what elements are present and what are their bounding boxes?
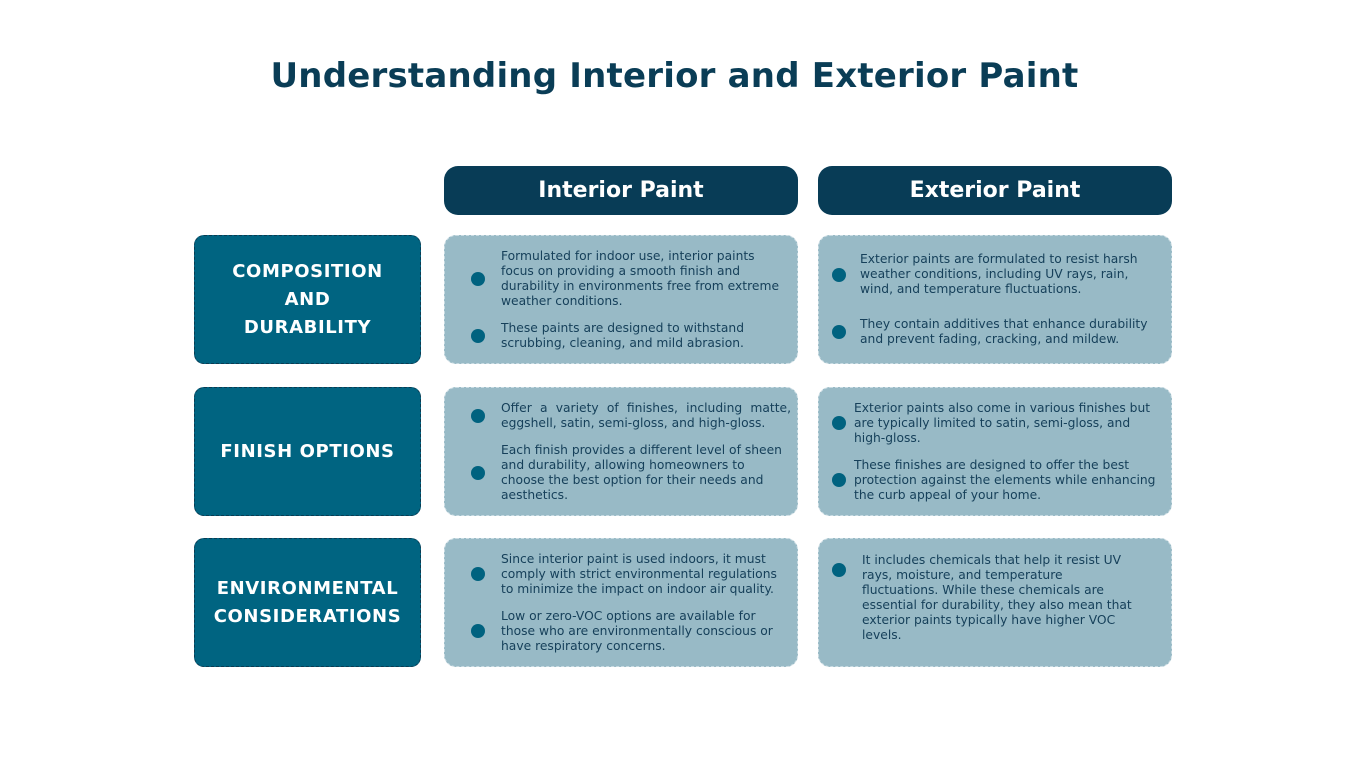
row-label-composition-durability: COMPOSITION AND DURABILITY: [194, 235, 421, 364]
row-label-text: FINISH OPTIONS: [220, 440, 395, 462]
bullet-text: It includes chemicals that help it resis…: [862, 553, 1132, 642]
bullet-text: Offer a variety of finishes, including m…: [501, 400, 791, 430]
bullet-dot-icon: [832, 473, 846, 487]
bullet-item: These finishes are designed to offer the…: [819, 458, 1165, 503]
bullet-dot-icon: [832, 325, 846, 339]
bullet-text: Low or zero-VOC options are available fo…: [501, 608, 773, 653]
row-label-text: COMPOSITION AND DURABILITY: [232, 260, 383, 338]
cell-interior-finish: Offer a variety of finishes, including m…: [444, 387, 798, 516]
bullet-dot-icon: [832, 563, 846, 577]
bullet-item: Exterior paints are formulated to resist…: [819, 252, 1165, 297]
bullet-text: Exterior paints are formulated to resist…: [860, 252, 1138, 296]
bullet-item: Low or zero-VOC options are available fo…: [445, 609, 791, 654]
page-title: Understanding Interior and Exterior Pain…: [270, 56, 1079, 96]
column-header-interior: Interior Paint: [444, 166, 798, 215]
bullet-text: Exterior paints also come in various fin…: [854, 400, 1151, 445]
cell-exterior-environmental: It includes chemicals that help it resis…: [818, 538, 1172, 667]
bullet-text: These finishes are designed to offer the…: [854, 457, 1156, 502]
bullet-dot-icon: [471, 567, 485, 581]
bullet-dot-icon: [471, 465, 485, 480]
cell-exterior-finish: Exterior paints also come in various fin…: [818, 387, 1172, 516]
bullet-text: Each finish provides a different level o…: [501, 442, 782, 502]
bullet-text: Formulated for indoor use, interior pain…: [501, 248, 780, 308]
bullet-dot-icon: [471, 408, 485, 423]
bullet-item: These paints are designed to withstand s…: [445, 321, 791, 351]
bullet-text: Since interior paint is used indoors, it…: [501, 551, 777, 596]
row-label-finish-options: FINISH OPTIONS: [194, 387, 421, 516]
cell-exterior-composition: Exterior paints are formulated to resist…: [818, 235, 1172, 364]
bullet-dot-icon: [471, 271, 485, 286]
bullet-text: They contain additives that enhance dura…: [860, 317, 1148, 346]
row-label-text: ENVIRONMENTAL CONSIDERATIONS: [213, 577, 402, 627]
cell-interior-environmental: Since interior paint is used indoors, it…: [444, 538, 798, 667]
bullet-text: These paints are designed to withstand s…: [501, 320, 745, 350]
row-label-environmental-considerations: ENVIRONMENTAL CONSIDERATIONS: [194, 538, 421, 667]
bullet-dot-icon: [832, 267, 846, 282]
bullet-dot-icon: [471, 328, 485, 343]
bullet-item: Since interior paint is used indoors, it…: [445, 552, 791, 597]
bullet-item: Formulated for indoor use, interior pain…: [445, 249, 791, 309]
bullet-item: They contain additives that enhance dura…: [819, 317, 1165, 347]
bullet-item: Exterior paints also come in various fin…: [819, 401, 1165, 446]
column-header-exterior: Exterior Paint: [818, 166, 1172, 215]
bullet-item: Each finish provides a different level o…: [445, 443, 791, 503]
bullet-item: It includes chemicals that help it resis…: [819, 553, 1165, 643]
bullet-dot-icon: [471, 624, 485, 638]
cell-interior-composition: Formulated for indoor use, interior pain…: [444, 235, 798, 364]
bullet-item: Offer a variety of finishes, including m…: [445, 401, 791, 431]
bullet-dot-icon: [832, 416, 846, 430]
